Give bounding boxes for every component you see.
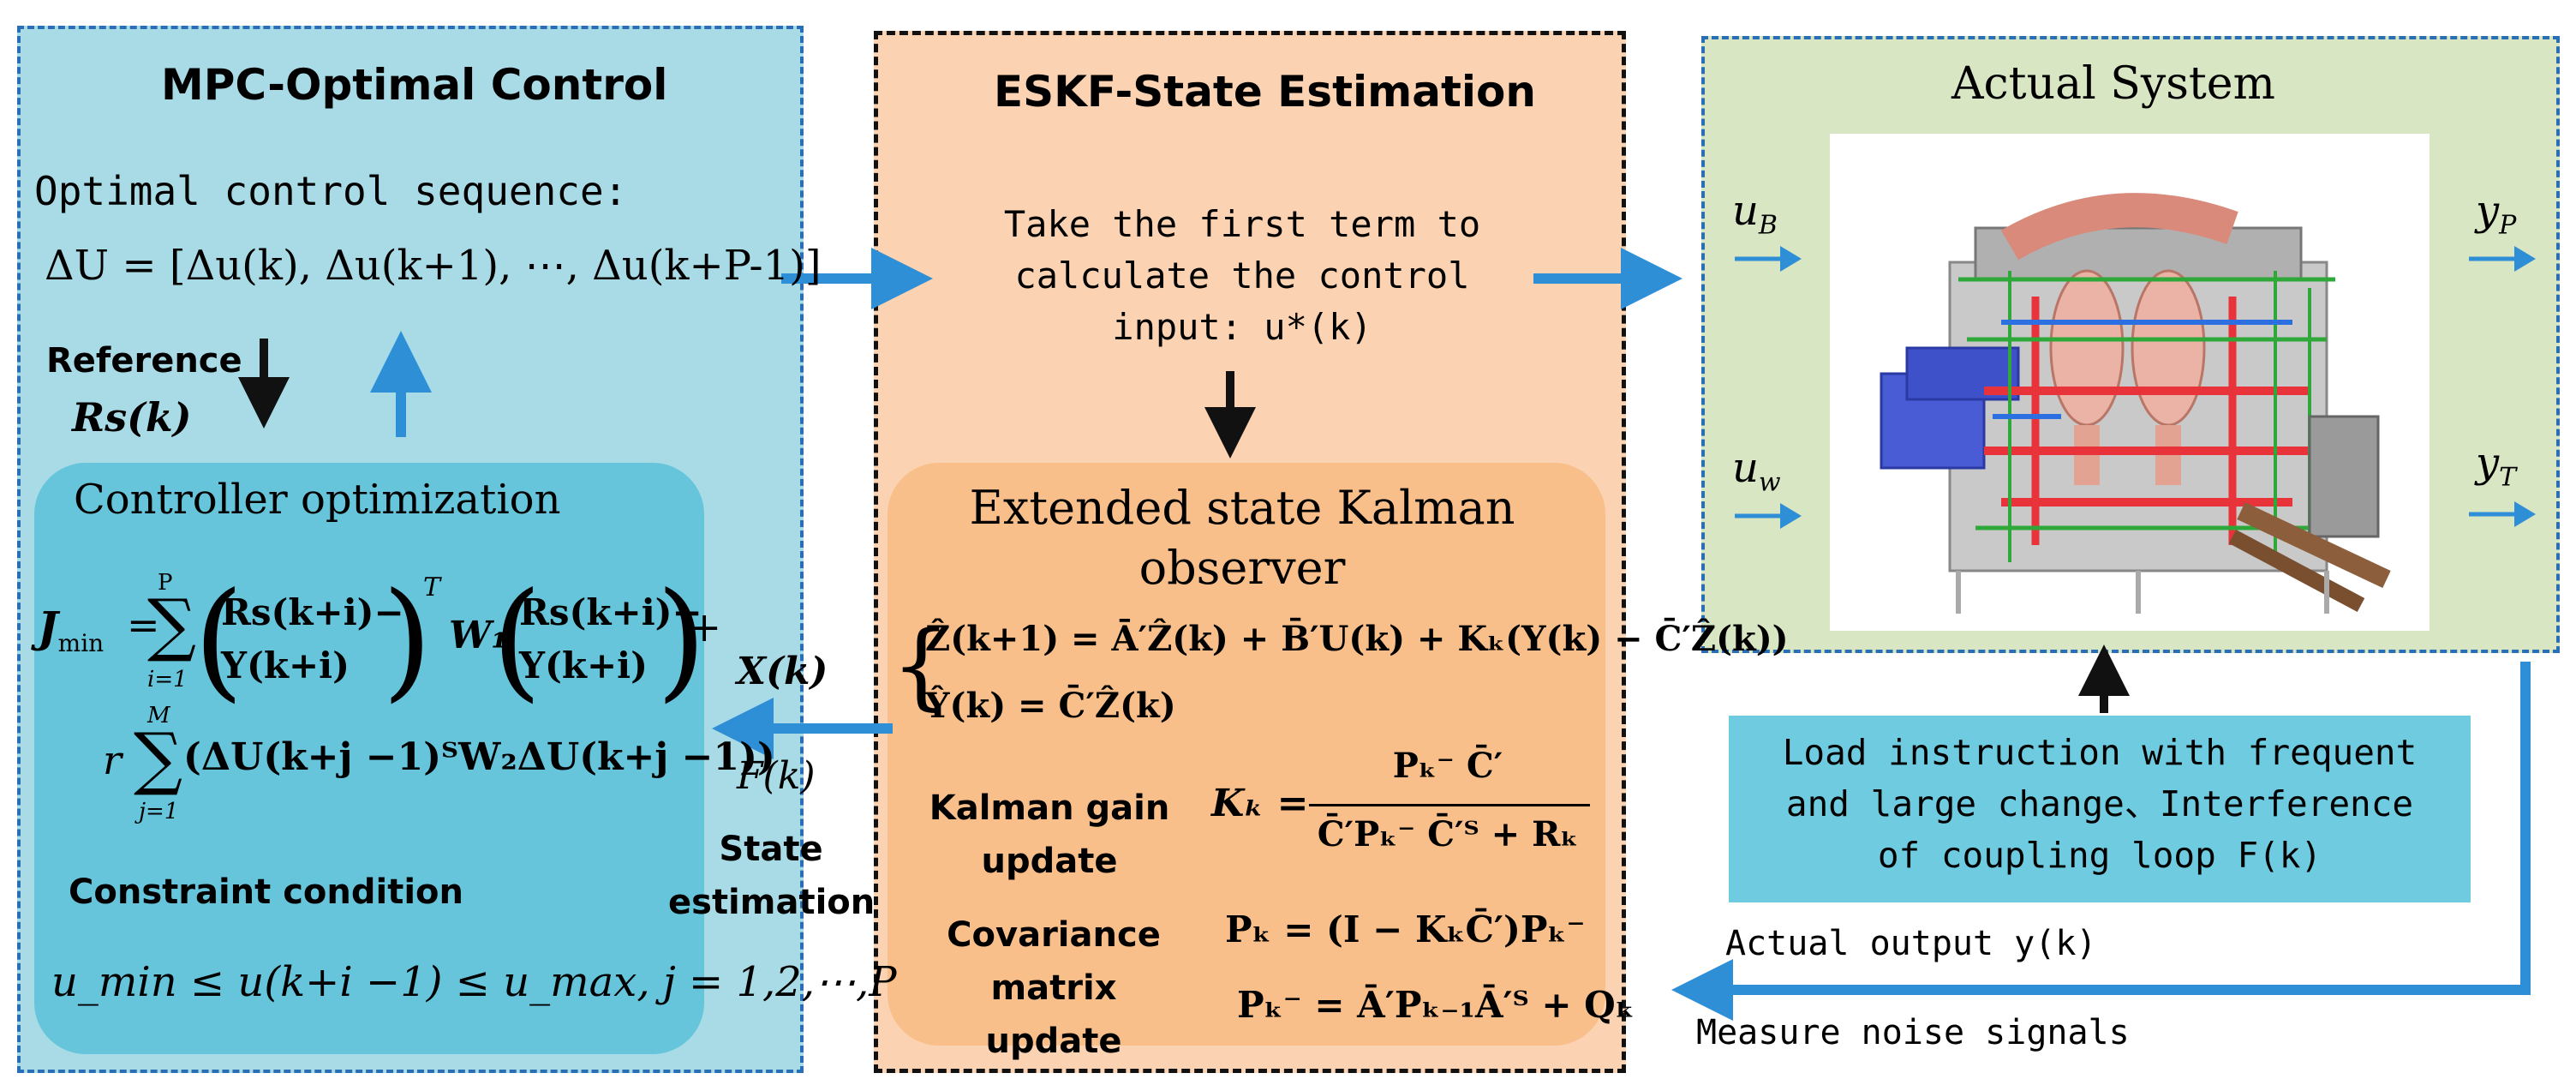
output-yp-label: yP	[2476, 187, 2517, 241]
input-ub-label: uB	[1732, 187, 1778, 241]
mpc-title: MPC-Optimal Control	[161, 60, 668, 110]
load-instruction-text: Load instruction with frequent and large…	[1782, 732, 2418, 876]
input-uw-label: uw	[1732, 444, 1781, 498]
optimal-sequence-formula: ΔU = [Δu(k), Δu(k+1), ⋯, Δu(k+P-1)]	[45, 242, 822, 290]
reference-label: Reference	[46, 341, 242, 381]
sum-2-symbol: ∑	[134, 718, 183, 798]
constraint-formula: u_min ≤ u(k+i −1) ≤ u_max, j = 1,2,⋯,P	[51, 958, 897, 1006]
cov-eq-2: Pₖ⁻ = Ā′Pₖ₋₁Ā′ᵀ + Qₖ	[1237, 984, 1635, 1026]
gain-numerator: Pₖ⁻ C̄′	[1392, 746, 1503, 786]
cost-vec-bottom-2: Y(k+i)	[519, 644, 648, 686]
paren-2-close: )	[656, 566, 707, 715]
state-eq-brace: {	[891, 610, 951, 720]
cost-term-2: (ΔU(k+j −1)ᵀW₂ΔU(k+j −1))	[183, 735, 775, 779]
gain-denominator: C̄′Pₖ⁻ C̄′ᵀ + Rₖ	[1317, 814, 1579, 854]
actual-output-label: Actual output y(k)	[1725, 924, 2097, 963]
cost-r: r	[103, 737, 122, 783]
sum-1-symbol: ∑	[147, 584, 197, 664]
paren-2-open: (	[492, 566, 542, 715]
optimal-sequence-label: Optimal control sequence:	[34, 168, 628, 214]
cost-vec-bottom-1: Y(k+i)	[221, 644, 350, 686]
gain-fraction-bar	[1309, 804, 1590, 806]
measure-noise-label: Measure noise signals	[1696, 1013, 2130, 1052]
kalman-gain-label: Kalman gain update	[929, 788, 1170, 881]
cov-eq-1: Pₖ = (I − KₖC̄′)Pₖ⁻	[1225, 908, 1586, 950]
sum-1-bottom: i=1	[147, 667, 188, 692]
transpose-mark: T	[423, 572, 441, 602]
cost-vec-top-1: Rs(k+i)−	[221, 591, 404, 633]
cost-plus: +	[687, 603, 722, 651]
state-eq-2: Ŷ(k) = C̄′Ẑ(k)	[925, 686, 1176, 726]
actual-system-title: Actual System	[1951, 58, 2275, 110]
kalman-observer-box	[888, 463, 1605, 1046]
boiler-illustration	[1880, 193, 2391, 614]
output-yt-label: yT	[2476, 439, 2517, 493]
observer-title: Extended state Kalman observer	[969, 481, 1515, 595]
first-term-text: Take the first term to calculate the con…	[1003, 203, 1481, 348]
sum-1-top: P	[158, 570, 173, 596]
load-instruction-box	[1729, 716, 2471, 902]
controller-optimization-box	[34, 463, 704, 1054]
state-estimation-label: State estimation	[668, 830, 876, 922]
weight-1: W₁	[449, 614, 508, 657]
cost-vec-top-2: Rs(k+i)−	[519, 591, 702, 633]
constraint-title: Constraint condition	[69, 872, 463, 912]
boiler-image	[1830, 134, 2430, 631]
state-eq-1: Ẑ(k+1) = Ā′Ẑ(k) + B̄′U(k) + Kₖ(Y(k) − C̄…	[925, 619, 1789, 659]
paren-1-close: )	[382, 566, 433, 715]
reference-symbol: Rs(k)	[72, 394, 192, 441]
covariance-label: Covariance matrix update	[947, 915, 1161, 1061]
cost-lhs: Jmin	[38, 602, 105, 657]
arrow-feedback-path	[1671, 662, 2531, 1021]
paren-1-open: (	[194, 566, 244, 715]
gain-lhs: Kₖ =	[1211, 782, 1309, 825]
sum-2-bottom: j=1	[139, 799, 179, 824]
signal-x: X(k)	[737, 650, 828, 693]
signal-f: F(k)	[737, 754, 816, 798]
sum-2-top: M	[147, 703, 170, 728]
cost-equals: =	[127, 602, 160, 648]
controller-optimization-title: Controller optimization	[74, 476, 561, 524]
eskf-title: ESKF-State Estimation	[994, 67, 1536, 117]
